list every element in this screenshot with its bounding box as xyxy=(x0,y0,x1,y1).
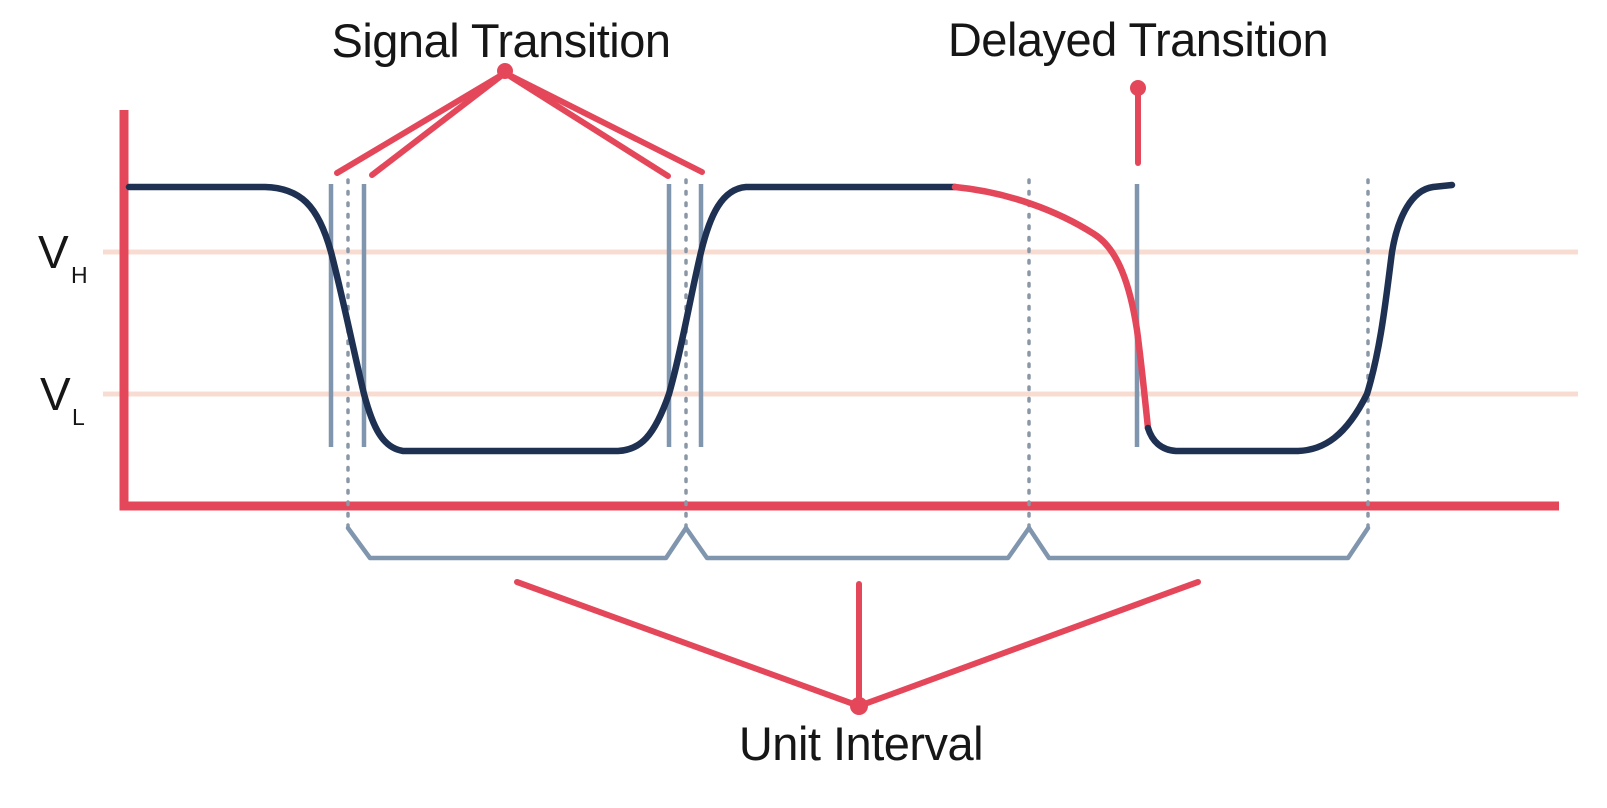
signal-transition-label: Signal Transition xyxy=(332,14,671,67)
threshold-lines xyxy=(103,249,1578,397)
vh-subscript: H xyxy=(71,262,88,288)
unit-interval-annotation: Unit Interval xyxy=(514,579,1201,770)
voltage-time-axes xyxy=(119,110,1559,511)
unit-interval-pointer-right xyxy=(856,579,1201,709)
vh-label: V xyxy=(38,226,69,278)
unit-interval-dot xyxy=(850,697,868,715)
transition-edge-lines xyxy=(328,184,1140,447)
signal-waveform xyxy=(125,181,1456,455)
signal-transition-annotation: Signal Transition xyxy=(332,14,705,179)
ideal-transition-lines xyxy=(346,178,1370,529)
delayed-transition-annotation: Delayed Transition xyxy=(948,13,1329,166)
signal-transition-pointer-4 xyxy=(502,70,705,175)
unit-interval-brace-3 xyxy=(1026,525,1371,561)
signal-transition-dot xyxy=(497,63,513,79)
vl-subscript: L xyxy=(72,404,85,430)
unit-interval-brace-2 xyxy=(683,525,1032,561)
waveform-navy-segment-1 xyxy=(125,183,959,455)
signal-transition-pointer-1 xyxy=(334,70,508,176)
waveform-navy-segment-2 xyxy=(1144,181,1456,455)
waveform-delayed-red-segment xyxy=(951,183,1152,432)
signal-transition-pointer-2 xyxy=(369,70,508,178)
unit-interval-label: Unit Interval xyxy=(739,717,983,770)
threshold-labels: V H V L xyxy=(38,226,88,430)
vl-label: V xyxy=(40,368,71,420)
delayed-transition-label: Delayed Transition xyxy=(948,13,1328,66)
signal-transition-pointer-3 xyxy=(502,70,671,179)
delayed-transition-dot xyxy=(1130,80,1146,96)
unit-interval-brace-1 xyxy=(345,525,689,561)
unit-interval-braces xyxy=(345,525,1371,561)
unit-interval-pointer-left xyxy=(514,579,862,709)
